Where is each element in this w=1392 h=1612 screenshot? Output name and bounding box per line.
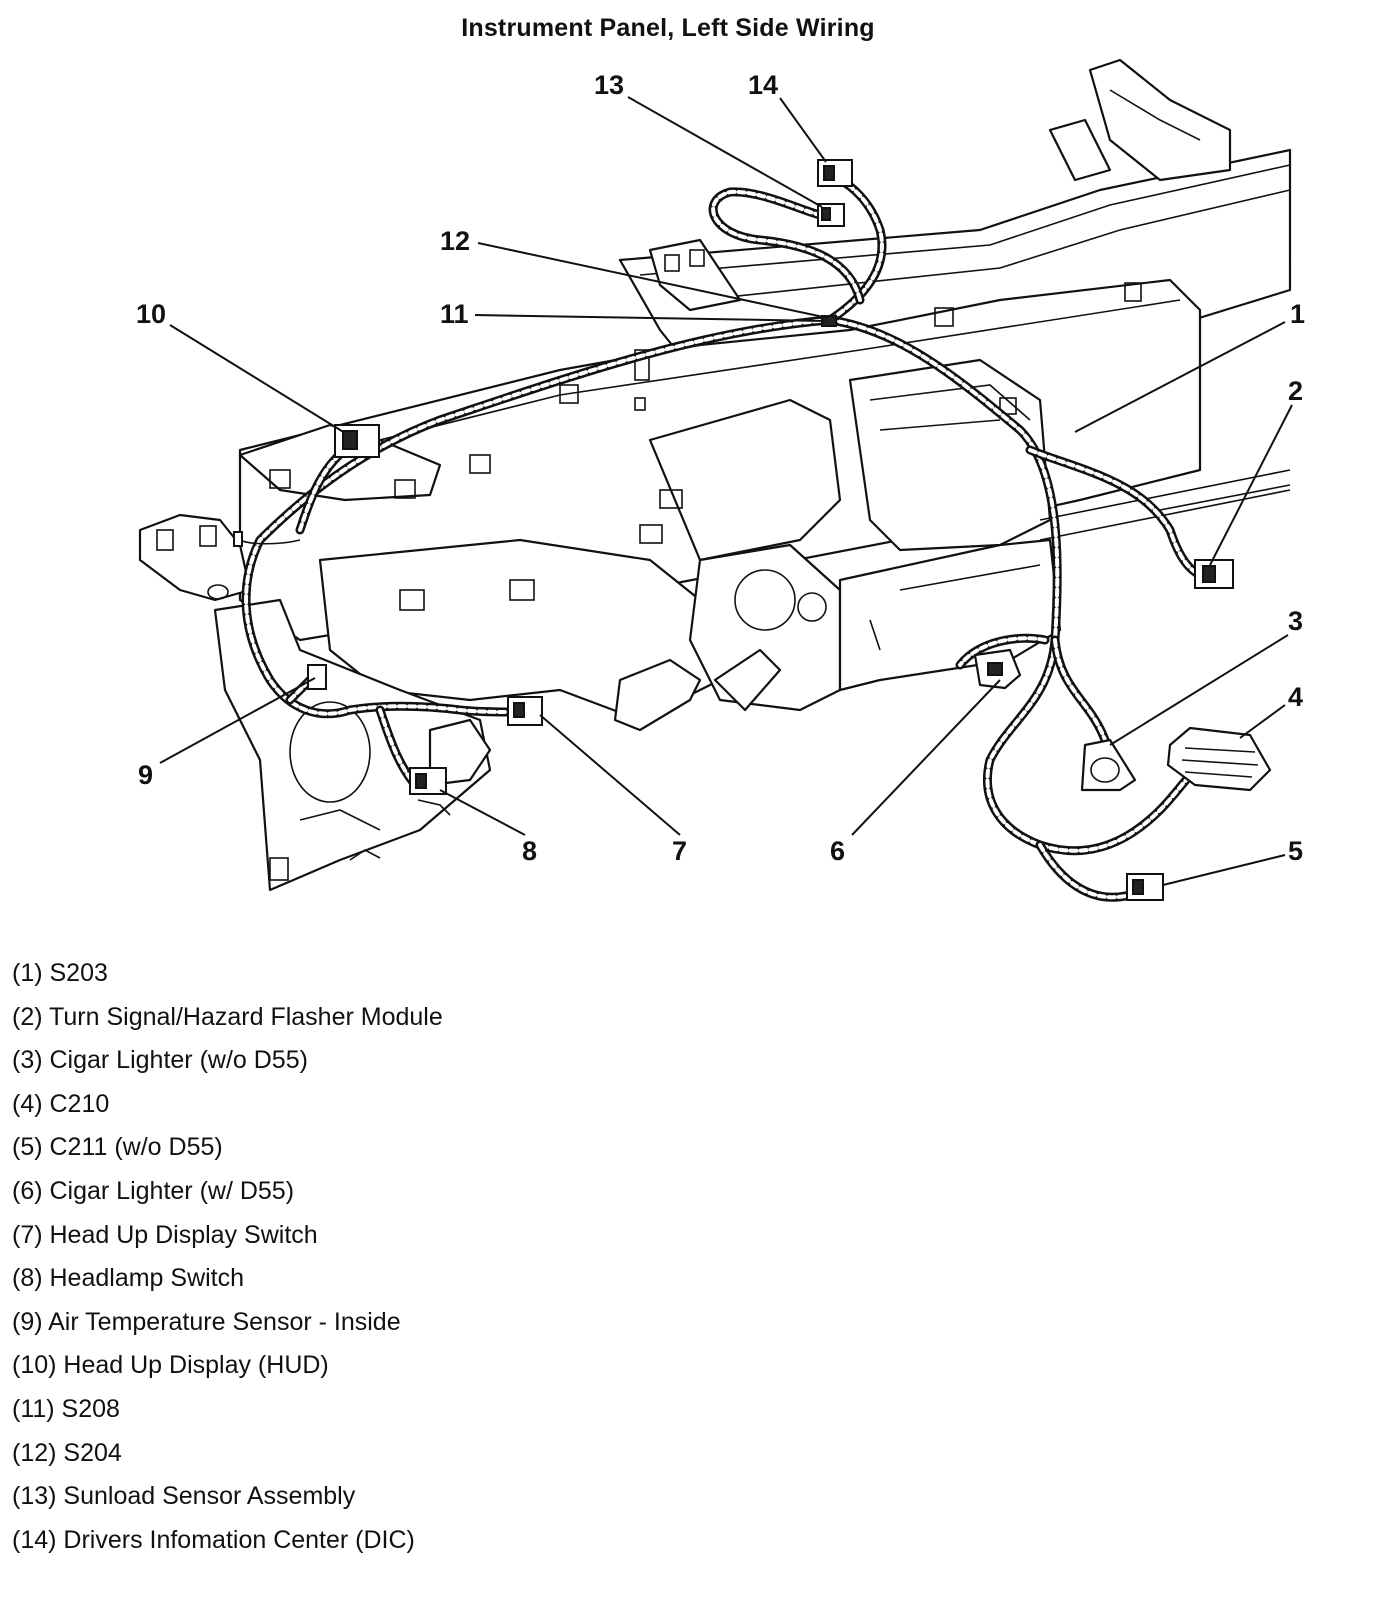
legend-item: (10) Head Up Display (HUD) <box>12 1351 329 1380</box>
legend-item: (7) Head Up Display Switch <box>12 1220 318 1249</box>
callout-9: 9 <box>138 760 153 790</box>
callout-14: 14 <box>748 70 778 100</box>
legend-item: (1) S203 <box>12 959 108 987</box>
connector-2-flasher <box>1194 559 1234 589</box>
wiring-harness <box>233 175 1215 902</box>
callout-labels: 1 2 3 4 5 6 7 8 9 10 11 12 13 14 <box>136 70 1305 866</box>
connector-8-headlamp-switch <box>409 767 451 816</box>
legend-item: (14) Drivers Infomation Center (DIC) <box>12 1525 415 1554</box>
callout-11: 11 <box>440 299 469 329</box>
legend-item: (9) Air Temperature Sensor - Inside <box>12 1307 401 1336</box>
legend-item: (4) C210 <box>12 1089 110 1118</box>
callout-3: 3 <box>1288 606 1303 636</box>
callout-6: 6 <box>830 836 845 866</box>
callout-8: 8 <box>522 836 537 866</box>
connector-13-sunload <box>817 203 845 227</box>
callout-12: 12 <box>440 226 470 256</box>
legend-item: (12) S204 <box>12 1438 122 1467</box>
legend-item: (2) Turn Signal/Hazard Flasher Module <box>12 1002 443 1031</box>
leader-lines <box>159 96 1293 886</box>
diagram-title: Instrument Panel, Left Side Wiring <box>461 14 875 42</box>
callout-7: 7 <box>672 836 687 866</box>
legend-item: (3) Cigar Lighter (w/o D55) <box>12 1046 308 1075</box>
callout-13: 13 <box>594 70 624 100</box>
component-legend: (1) S203 (2) Turn Signal/Hazard Flasher … <box>12 958 443 1568</box>
legend-item: (8) Headlamp Switch <box>12 1264 245 1293</box>
legend-item: (11) S208 <box>12 1394 120 1423</box>
legend-item: (13) Sunload Sensor Assembly <box>12 1482 356 1511</box>
connector-4-c210 <box>1166 726 1272 792</box>
callout-2: 2 <box>1288 376 1303 406</box>
callout-1: 1 <box>1290 299 1305 329</box>
connector-5-c211 <box>1126 873 1164 901</box>
legend-item: (5) C211 (w/o D55) <box>12 1133 223 1162</box>
connector-3-cigar-lighter <box>1080 738 1137 792</box>
connector-6-cigar-lighter <box>973 648 1022 690</box>
callout-4: 4 <box>1288 682 1303 712</box>
callout-10: 10 <box>136 299 166 329</box>
instrument-panel-diagram: 1 2 3 4 5 6 7 8 9 10 11 12 13 14 <box>136 58 1305 902</box>
connector-7-hud-switch <box>507 696 543 726</box>
connector-14-dic <box>817 159 853 187</box>
callout-5: 5 <box>1288 836 1303 866</box>
legend-item: (6) Cigar Lighter (w/ D55) <box>12 1176 295 1205</box>
connector-9-air-temp-sensor <box>307 664 327 690</box>
